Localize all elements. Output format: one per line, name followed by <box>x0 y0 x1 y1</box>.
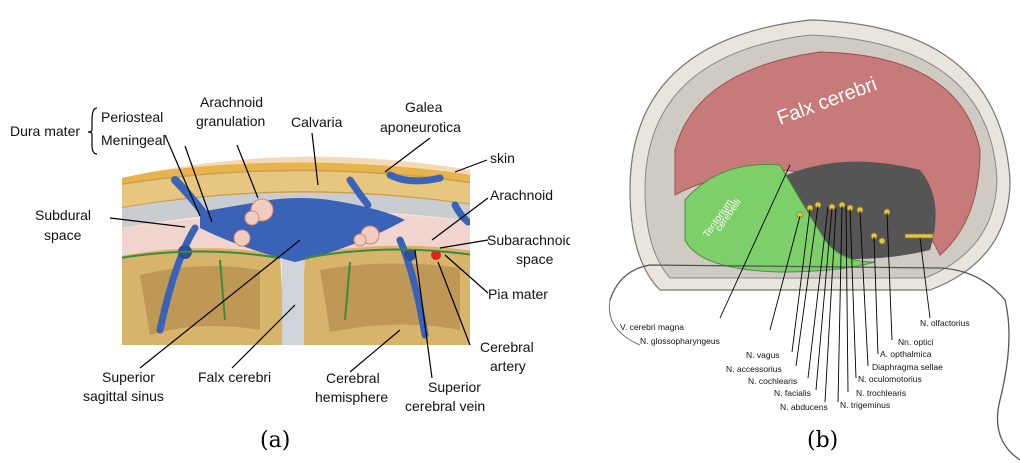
label-subdural-2: space <box>44 227 82 243</box>
label-n-abducens: N. abducens <box>780 402 828 412</box>
meninges-illustration: Dura mater Periosteal Meningeal Arachnoi… <box>0 0 570 463</box>
label-superior-sagittal-sinus-2: sagittal sinus <box>83 388 164 404</box>
panel-a: Dura mater Periosteal Meningeal Arachnoi… <box>0 0 570 463</box>
label-pia-mater: Pia mater <box>488 286 548 302</box>
label-n-vagus: N. vagus <box>746 350 780 360</box>
caption-b: (b) <box>807 428 838 453</box>
caption-a: (a) <box>260 428 290 453</box>
label-n-oculomotorius: N. oculomotorius <box>858 374 922 384</box>
label-cerebral-hemisphere-1: Cerebral <box>326 370 380 386</box>
label-diaphragma-sellae: Diaphragma sellae <box>872 362 943 372</box>
label-galea-1: Galea <box>405 99 443 115</box>
label-galea-2: aponeurotica <box>380 119 461 135</box>
label-periosteal: Periosteal <box>101 109 163 125</box>
label-calvaria: Calvaria <box>291 114 343 130</box>
label-n-facialis: N. facialis <box>774 388 811 398</box>
label-subarachnoid-2: space <box>516 251 554 267</box>
label-n-cochlearis: N. cochlearis <box>748 376 797 386</box>
label-arachnoid-granulation-1: Arachnoid <box>200 94 263 110</box>
label-subdural-1: Subdural <box>35 207 91 223</box>
label-meningeal: Meningeal <box>101 132 166 148</box>
label-superior-cerebral-vein-1: Superior <box>428 379 481 395</box>
label-skin: skin <box>490 150 515 166</box>
label-falx-cerebri: Falx cerebri <box>198 369 271 385</box>
label-n-glossopharyngeus: N. glossopharyngeus <box>640 336 720 346</box>
label-v-cerebri-magna: V. cerebri magna <box>620 322 684 332</box>
label-superior-cerebral-vein-2: cerebral vein <box>405 398 485 414</box>
skull-dissection-illustration: Falx cerebri Tentorium cerebelli V. cere… <box>600 0 1020 463</box>
label-arachnoid: Arachnoid <box>490 187 553 203</box>
label-cerebral-hemisphere-2: hemisphere <box>315 389 388 405</box>
label-arachnoid-granulation-2: granulation <box>196 113 265 129</box>
label-n-trigeminus: N. trigeminus <box>840 400 890 410</box>
label-n-olfactorius: N. olfactorius <box>920 318 970 328</box>
panel-b: Falx cerebri Tentorium cerebelli V. cere… <box>600 0 1020 463</box>
label-cerebral-artery-1: Cerebral <box>480 339 534 355</box>
label-cerebral-artery-2: artery <box>490 358 526 374</box>
label-subarachnoid-1: Subarachnoid <box>487 232 570 248</box>
label-superior-sagittal-sinus-1: Superior <box>102 369 155 385</box>
label-n-accessorius: N. accessorius <box>726 364 782 374</box>
label-nn-optici: Nn. optici <box>898 337 934 347</box>
label-a-opthalmica: A. opthalmica <box>880 349 932 359</box>
label-dura-mater: Dura mater <box>10 123 80 139</box>
label-n-trochlearis: N. trochlearis <box>856 388 906 398</box>
